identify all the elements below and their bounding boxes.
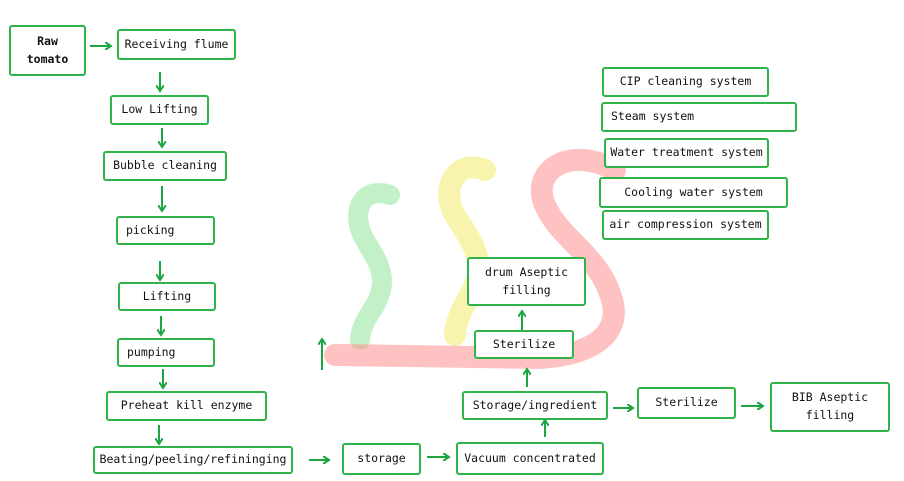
receiving-flume-node: Receiving flume (117, 29, 236, 60)
steam-system-node: Steam system (601, 102, 797, 132)
sterilize-top-node: Sterilize (474, 330, 574, 359)
vacuum-concentrated-node: Vacuum concentrated (456, 442, 604, 475)
picking-node: picking (116, 216, 215, 245)
watermark-yellow-stroke (438, 156, 496, 346)
bib-aseptic-filling-node: BIB Aseptic filling (770, 382, 890, 432)
preheat-kill-enzyme-node: Preheat kill enzyme (106, 391, 267, 421)
watermark-red-stroke (324, 149, 626, 370)
pumping-node: pumping (117, 338, 215, 367)
storage-ingredient-node: Storage/ingredient (462, 391, 608, 420)
sterilize-right-node: Sterilize (637, 387, 736, 419)
drum-aseptic-filling-node: drum Aseptic filling (467, 257, 586, 306)
bubble-cleaning-node: Bubble cleaning (103, 151, 227, 181)
lifting-node: Lifting (118, 282, 216, 311)
low-lifting-node: Low Lifting (110, 95, 209, 125)
water-treatment-system-node: Water treatment system (604, 138, 769, 168)
air-compression-system-node: air compression system (602, 210, 769, 240)
cooling-water-system-node: Cooling water system (599, 177, 788, 208)
cip-cleaning-system-node: CIP cleaning system (602, 67, 769, 97)
raw-tomato-node: Raw tomato (9, 25, 86, 76)
storage-node: storage (342, 443, 421, 475)
watermark-green-stroke (348, 183, 400, 350)
beating-peeling-refining-node: Beating/peeling/refininging (93, 446, 293, 474)
